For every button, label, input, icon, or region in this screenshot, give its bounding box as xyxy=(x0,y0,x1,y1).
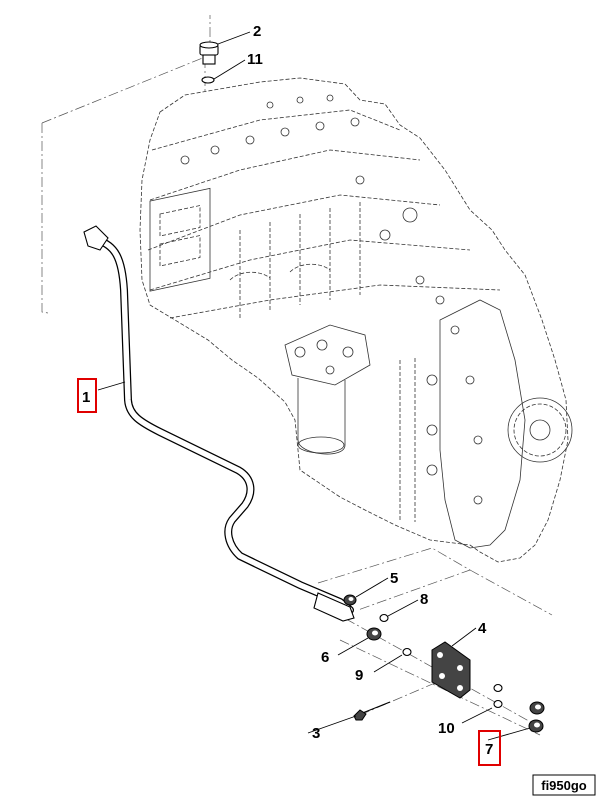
part-2-cap xyxy=(199,41,219,65)
callout-5: 5 xyxy=(390,570,398,587)
callout-3: 3 xyxy=(312,725,320,742)
part-7-nut-b xyxy=(528,719,544,733)
callout-8: 8 xyxy=(420,591,428,608)
engine-block xyxy=(139,77,573,563)
part-1-dipstick-tube xyxy=(83,225,355,622)
part-11-o-ring xyxy=(201,76,215,84)
part-7-nut-a xyxy=(529,701,545,715)
callout-7-highlight xyxy=(478,730,501,766)
callout-6: 6 xyxy=(321,649,329,666)
callout-4: 4 xyxy=(478,620,487,637)
part-9-washer xyxy=(402,647,412,657)
callout-1-highlight xyxy=(77,378,97,413)
figure-code-box: fi950go xyxy=(532,774,596,796)
part-5-nut xyxy=(343,594,357,606)
flywheel-housing xyxy=(399,299,573,549)
part-4-flange xyxy=(431,641,471,699)
leader-lines xyxy=(97,31,531,741)
head-bolts xyxy=(180,94,445,305)
callout-11: 11 xyxy=(247,51,263,68)
phantom-lines xyxy=(41,15,553,736)
part-10-washer-a xyxy=(493,683,503,693)
part-10-washer-b xyxy=(493,699,503,709)
oil-filter xyxy=(284,324,371,455)
part-6-nut xyxy=(366,627,382,641)
part-3-bolt xyxy=(353,701,391,721)
figure-code: fi950go xyxy=(541,778,587,793)
callout-10: 10 xyxy=(438,720,455,737)
callout-7: 7 xyxy=(485,741,493,758)
callouts: 1 2 11 3 4 5 6 7 8 9 10 xyxy=(77,23,501,766)
callout-2: 2 xyxy=(253,23,261,40)
callout-9: 9 xyxy=(355,667,363,684)
callout-1: 1 xyxy=(82,389,90,406)
part-8-washer xyxy=(379,613,389,623)
